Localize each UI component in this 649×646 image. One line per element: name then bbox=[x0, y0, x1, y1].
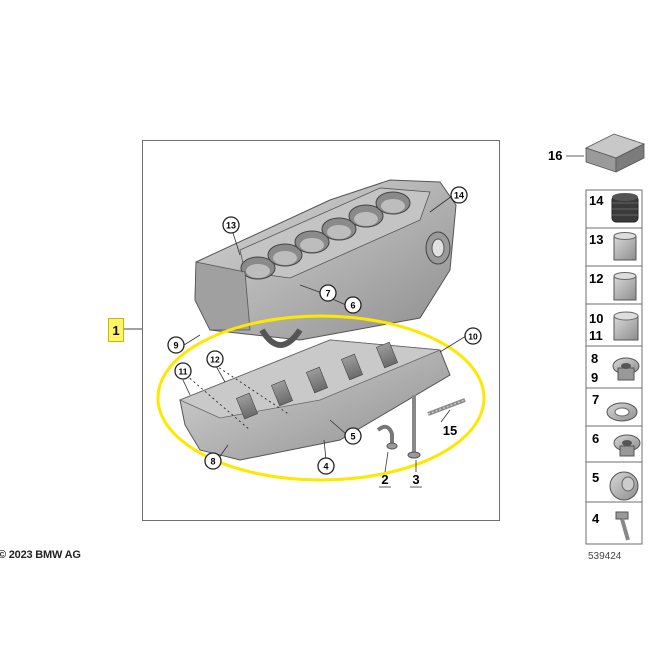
svg-text:8: 8 bbox=[210, 457, 215, 467]
svg-text:11: 11 bbox=[589, 328, 603, 343]
callout-leaders bbox=[182, 195, 467, 463]
main-diagram-frame bbox=[142, 140, 500, 521]
svg-text:6: 6 bbox=[592, 431, 599, 446]
sidebar-item-7[interactable]: 7 bbox=[592, 392, 638, 422]
sidebar-item-5[interactable]: 5 bbox=[592, 470, 639, 501]
svg-text:4: 4 bbox=[323, 462, 328, 472]
svg-text:16: 16 bbox=[548, 148, 562, 163]
svg-text:7: 7 bbox=[592, 392, 599, 407]
svg-text:10: 10 bbox=[589, 311, 603, 326]
sidebar-item-8-9[interactable]: 8 9 bbox=[591, 351, 640, 385]
callout-6[interactable]: 6 bbox=[344, 296, 362, 314]
callout-10[interactable]: 10 bbox=[464, 327, 482, 345]
svg-text:9: 9 bbox=[173, 341, 178, 351]
oil-pipe-part-2 bbox=[376, 424, 398, 450]
callout-11[interactable]: 11 bbox=[174, 362, 192, 380]
svg-text:14: 14 bbox=[589, 193, 604, 208]
sidebar-item-12[interactable]: 12 bbox=[589, 271, 637, 301]
callout-5[interactable]: 5 bbox=[344, 427, 362, 445]
long-bolt-part-3 bbox=[407, 395, 421, 459]
bedplate-illustration bbox=[178, 339, 451, 461]
svg-text:10: 10 bbox=[468, 332, 478, 342]
svg-text:5: 5 bbox=[350, 432, 355, 442]
sidebar-item-4[interactable]: 4 bbox=[592, 511, 630, 541]
svg-text:5: 5 bbox=[592, 470, 599, 485]
callout-2[interactable]: 2 bbox=[379, 451, 391, 488]
copyright-text: © 2023 BMW AG bbox=[0, 549, 81, 561]
svg-text:12: 12 bbox=[589, 271, 603, 286]
svg-text:4: 4 bbox=[592, 511, 600, 526]
dowel-pin-part-15 bbox=[427, 398, 466, 416]
svg-text:13: 13 bbox=[226, 221, 236, 231]
callout-13[interactable]: 13 bbox=[222, 216, 240, 234]
callout-7[interactable]: 7 bbox=[319, 284, 337, 302]
callout-3[interactable]: 3 bbox=[410, 460, 422, 488]
sidebar-item-10-11[interactable]: 10 11 bbox=[589, 311, 639, 343]
sidebar-item-16[interactable]: 16 bbox=[548, 133, 646, 173]
callout-14[interactable]: 14 bbox=[450, 186, 468, 204]
svg-text:14: 14 bbox=[454, 191, 464, 201]
sidebar-item-13[interactable]: 13 bbox=[589, 232, 637, 261]
callout-4[interactable]: 4 bbox=[317, 457, 335, 475]
svg-text:6: 6 bbox=[350, 301, 355, 311]
svg-text:8: 8 bbox=[591, 351, 598, 366]
callout-1[interactable]: 1 bbox=[108, 318, 124, 342]
svg-text:9: 9 bbox=[591, 370, 598, 385]
sidebar-item-6[interactable]: 6 bbox=[592, 431, 641, 457]
svg-text:13: 13 bbox=[589, 232, 603, 247]
svg-text:2: 2 bbox=[381, 472, 388, 487]
svg-text:3: 3 bbox=[412, 472, 419, 487]
sidebar-item-14[interactable]: 14 bbox=[589, 193, 639, 223]
callout-15[interactable]: 15 bbox=[440, 409, 457, 438]
callout-9[interactable]: 9 bbox=[167, 336, 185, 354]
callout-8[interactable]: 8 bbox=[204, 452, 222, 470]
svg-text:7: 7 bbox=[325, 289, 330, 299]
svg-text:12: 12 bbox=[210, 355, 220, 365]
svg-text:15: 15 bbox=[443, 423, 457, 438]
highlight-ellipse bbox=[156, 314, 486, 482]
diagram-reference-number: 539424 bbox=[588, 551, 622, 562]
svg-text:11: 11 bbox=[179, 367, 188, 377]
engine-block-illustration bbox=[194, 179, 457, 348]
callout-12[interactable]: 12 bbox=[206, 350, 224, 368]
